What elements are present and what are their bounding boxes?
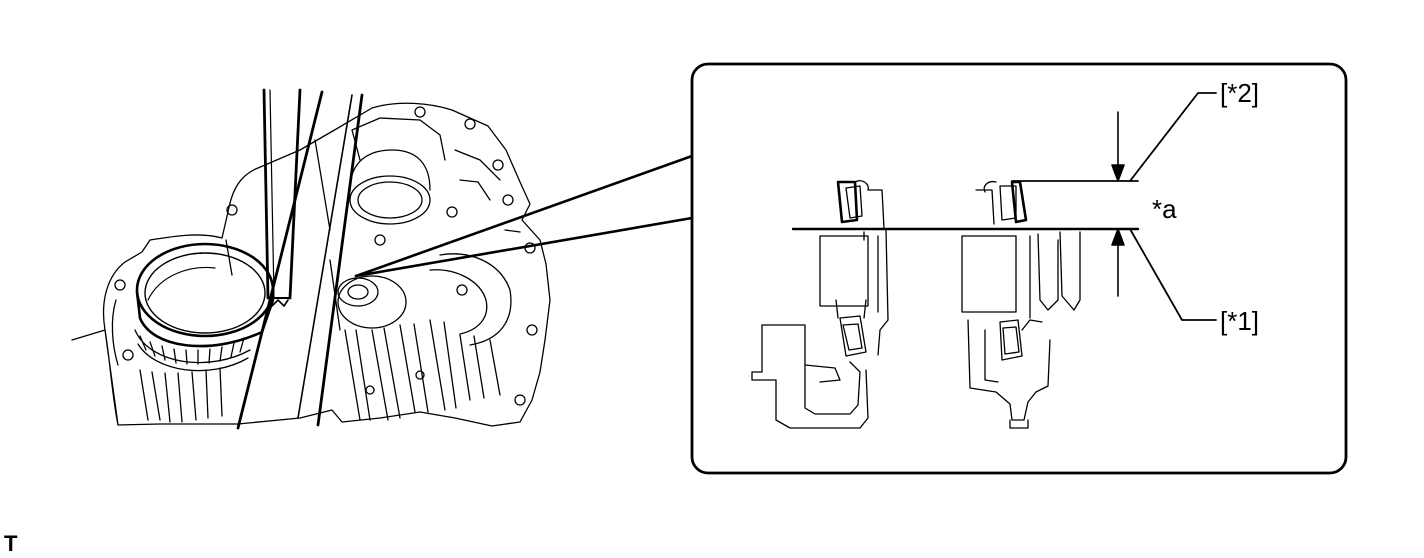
oil-seal-ring: [135, 242, 275, 348]
callout-leaders: [1129, 92, 1217, 321]
gear-teeth: [134, 329, 251, 372]
transaxle-case: [71, 102, 551, 427]
reference-lines: [791, 180, 1140, 231]
right-bearing-section: [961, 180, 1081, 429]
callout-label-2: [*2]: [1220, 78, 1260, 108]
dimension-label-a: *a: [1152, 194, 1177, 224]
corner-mark: T: [4, 531, 18, 556]
straight-edge-tool: [236, 88, 364, 430]
left-bearing-section: [751, 180, 889, 429]
zoom-leader: [354, 154, 694, 278]
inset-frame: [690, 62, 1348, 475]
dimension-arrows: [1111, 111, 1125, 297]
callout-label-1: [*1]: [1220, 306, 1260, 336]
